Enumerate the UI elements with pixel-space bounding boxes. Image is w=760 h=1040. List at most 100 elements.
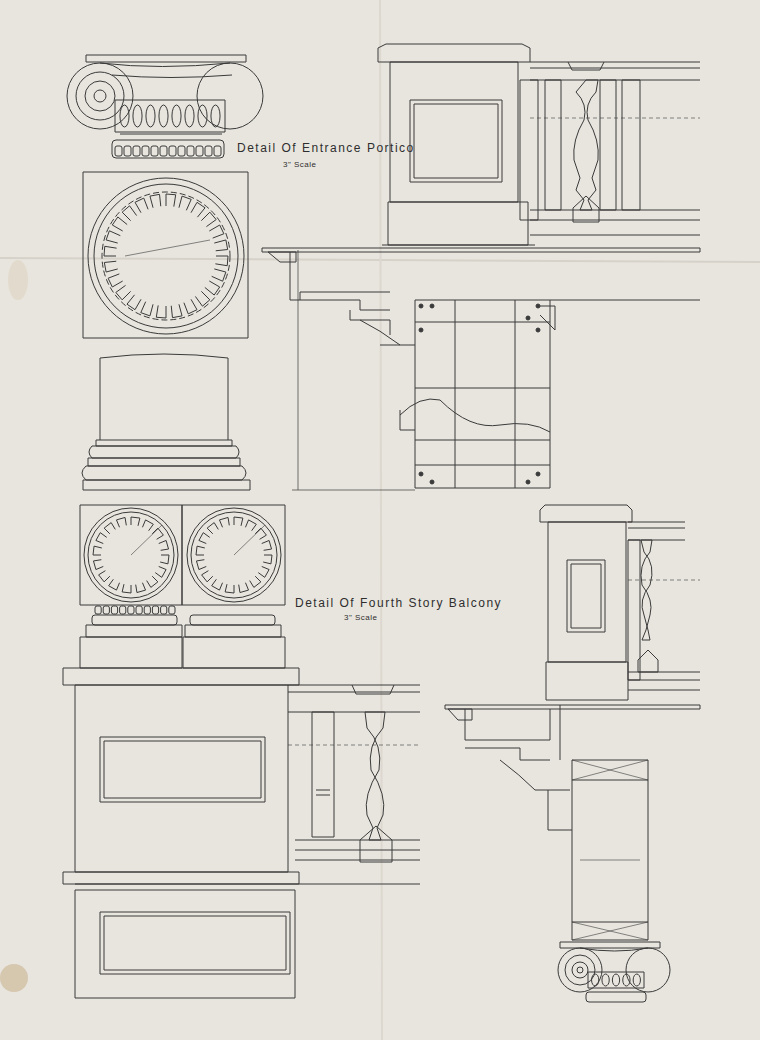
flute <box>99 571 110 582</box>
egg-ornament <box>172 105 181 127</box>
egg-ornament <box>211 105 220 127</box>
bead-ornament <box>124 146 131 156</box>
flute <box>156 305 166 318</box>
flute <box>141 302 153 316</box>
flute <box>209 225 224 238</box>
flute <box>215 256 228 266</box>
flute <box>104 523 115 534</box>
flute <box>225 584 234 593</box>
flute <box>96 533 107 544</box>
bead-ornament <box>133 146 140 156</box>
flute <box>142 520 153 531</box>
flute <box>262 540 272 550</box>
egg-ornament <box>185 105 194 127</box>
flute <box>160 555 169 564</box>
ionic-capital-small <box>558 942 670 1002</box>
flute <box>136 583 146 593</box>
flute <box>250 576 261 587</box>
egg-ornament <box>146 105 155 127</box>
bead-ornament <box>160 146 167 156</box>
flute <box>184 299 197 314</box>
bead-ornament <box>178 146 185 156</box>
bead-ornament <box>205 146 212 156</box>
flute <box>159 540 169 550</box>
bolt <box>430 304 434 308</box>
bead-ornament <box>152 606 158 614</box>
flute <box>196 560 206 570</box>
drawing-title: Detail Of Entrance Portico <box>237 141 415 155</box>
flute <box>116 517 126 527</box>
flute <box>205 281 220 295</box>
drawing-title: Detail Of Fourth Story Balcony <box>295 596 502 610</box>
bolt <box>526 316 530 320</box>
flute <box>212 269 226 281</box>
flute <box>152 528 163 539</box>
bead-ornament <box>169 146 176 156</box>
portico-section <box>262 248 700 490</box>
flute <box>150 194 161 207</box>
flute <box>147 576 158 587</box>
column-base <box>82 354 250 490</box>
egg-ornament <box>602 974 609 986</box>
flute <box>108 274 123 287</box>
flute <box>195 291 209 306</box>
bead-ornament <box>111 606 117 614</box>
flute <box>109 579 120 590</box>
egg-ornament <box>633 974 640 986</box>
flute <box>263 555 272 564</box>
egg-ornament <box>623 974 630 986</box>
flute <box>122 584 131 593</box>
flute <box>104 246 117 256</box>
paper-stain <box>0 964 28 992</box>
bead-ornament <box>161 606 167 614</box>
flute <box>112 217 127 231</box>
portico-balustrade <box>520 62 700 235</box>
bead-ornament <box>142 146 149 156</box>
flute <box>135 198 148 213</box>
flute <box>196 546 205 555</box>
flute <box>179 196 191 210</box>
bead-ornament <box>169 606 175 614</box>
flute <box>127 295 141 310</box>
bolt <box>536 472 540 476</box>
bead-ornament <box>120 606 126 614</box>
flute <box>104 261 117 272</box>
bead-ornament <box>128 606 134 614</box>
egg-ornament <box>120 105 129 127</box>
flute <box>191 202 205 217</box>
flute <box>166 194 176 207</box>
flute <box>122 206 136 221</box>
flute <box>219 517 229 527</box>
flute <box>207 523 218 534</box>
flute <box>106 231 120 243</box>
balcony-pedestal-small <box>540 505 700 700</box>
flute <box>245 520 256 531</box>
flute <box>239 583 249 593</box>
balcony-column-plans <box>80 505 285 605</box>
bolt <box>526 480 530 484</box>
flute <box>131 517 140 526</box>
bolt <box>536 328 540 332</box>
bead-ornament <box>136 606 142 614</box>
balcony-column-bases <box>80 606 285 668</box>
bolt <box>536 304 540 308</box>
bead-ornament <box>214 146 221 156</box>
egg-ornament <box>159 105 168 127</box>
flute <box>258 566 269 577</box>
flute <box>234 517 243 526</box>
bead-ornament <box>187 146 194 156</box>
flute <box>116 285 131 299</box>
paper-stain <box>8 260 28 300</box>
flute <box>155 566 166 577</box>
bolt <box>419 304 423 308</box>
flute <box>93 560 103 570</box>
scale-note: 3" Scale <box>344 613 378 622</box>
bead-ornament <box>151 146 158 156</box>
bead-ornament <box>115 146 122 156</box>
flute <box>214 240 227 251</box>
flute <box>202 571 213 582</box>
flute <box>93 546 102 555</box>
flute <box>171 304 182 317</box>
egg-ornament <box>592 974 599 986</box>
